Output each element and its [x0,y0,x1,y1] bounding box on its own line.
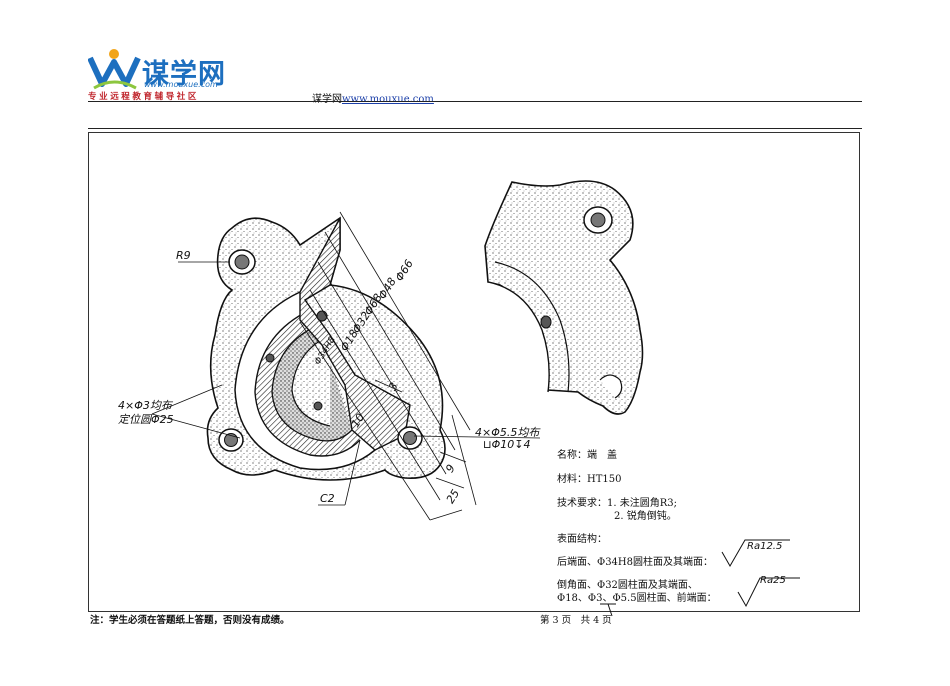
label-holes-b-line2: ⊔Φ10↧4 [483,438,531,451]
info-tech-title: 技术要求：1. 未注圆角R3; [557,498,677,509]
logo-url: www.mouxue.com [144,80,218,89]
label-holes-b-line1: 4×Φ5.5均布 [475,426,540,439]
section-part-view [484,180,644,415]
info-name: 名称：端 盖 [557,450,617,461]
logo-text: 谋学网 [142,59,226,90]
logo-slogan: 专业远程教育辅导社区 [88,92,200,102]
info-material: 材料：HT150 [557,474,622,485]
header-rule [88,101,862,102]
footer-page-number: 第 3 页 共 4 页 [540,615,612,626]
label-r9: R9 [176,249,191,262]
info-surface-title: 表面结构： [557,534,607,545]
info-tech-2: 2. 锐角倒钝。 [614,511,677,522]
info-surface-2b: Φ18、Φ3、Φ5.5圆柱面、前端面： [557,593,717,604]
content-top-rule [88,128,862,129]
main-part-view [151,211,541,521]
label-holes-a-line2: 定位圆Φ25 [118,413,174,426]
header-site: 谋学网www.mouxue.com [312,90,434,105]
header-site-link[interactable]: www.mouxue.com [342,94,434,105]
header-site-name: 谋学网 [312,94,342,105]
info-surface-2a: 倒角面、Φ32圆柱面及其端面、 [557,580,698,591]
drawing-frame [88,132,860,612]
roughness-ra2: Ra25 [760,575,786,586]
label-c2: C2 [320,492,335,505]
footer-note: 注：学生必须在答题纸上答题，否则没有成绩。 [90,615,290,626]
roughness-symbols [600,539,800,617]
roughness-ra1: Ra12.5 [747,541,783,552]
mouxue-logo-icon [88,49,141,90]
label-holes-a-line1: 4×Φ3均布 [118,399,172,412]
info-surface-1: 后端面、Φ34H8圆柱面及其端面： [557,557,714,568]
